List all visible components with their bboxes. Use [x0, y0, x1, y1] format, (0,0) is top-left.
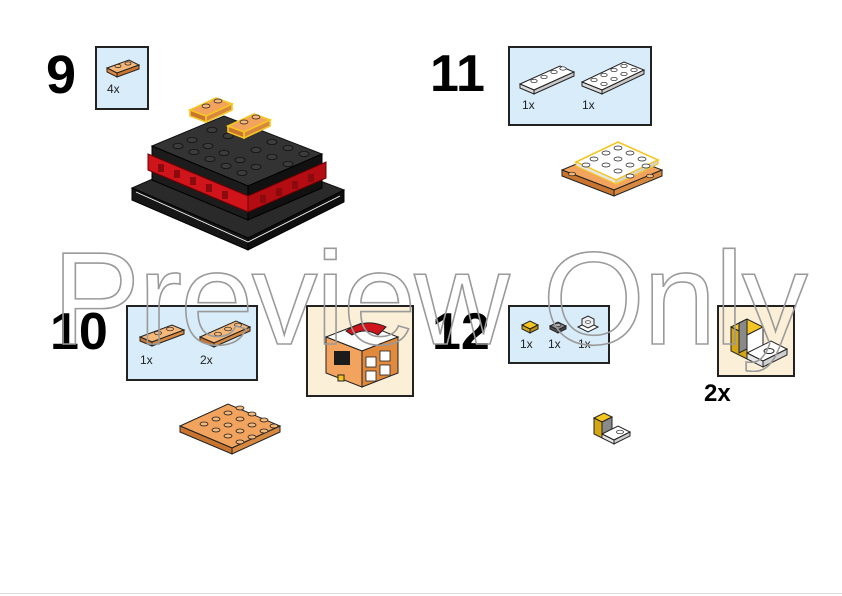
step-number-9: 9 [46, 45, 77, 105]
white-bracket-icon [576, 315, 600, 333]
yellow-tile-icon [520, 320, 540, 334]
step-9-model-black-base-with-red-trim [130, 97, 346, 251]
tan-plate-1x3-icon [198, 320, 252, 348]
step-11-model-white-plates-on-tan [560, 141, 664, 197]
page-bottom-rule [0, 593, 842, 594]
step-12-model-small-bracket [592, 412, 632, 445]
part-quantity: 1x [520, 337, 533, 351]
tan-plate-icon [105, 59, 141, 78]
step-10-model-tan-plate-4x4 [178, 403, 282, 455]
step-number-11: 11 [430, 45, 485, 103]
part-quantity: 1x [140, 353, 153, 367]
yellow-white-bracket-subassembly [729, 318, 789, 368]
step-number-10: 10 [50, 303, 108, 361]
tan-plate-1x2-icon [138, 324, 186, 347]
part-quantity: 1x [582, 98, 595, 112]
part-quantity: 4x [107, 82, 120, 96]
part-quantity: 2x [200, 353, 213, 367]
subassembly-multiplier: 2x [704, 380, 731, 407]
tan-cube-subassembly [324, 322, 400, 388]
step-number-12: 12 [432, 303, 490, 361]
white-plate-2x4-icon [580, 61, 646, 95]
step-12-parts-callout: 1x 1x 1x [508, 305, 610, 364]
gray-clip-icon [548, 321, 568, 334]
step-11-parts-callout: 1x 1x [508, 46, 652, 126]
part-quantity: 1x [548, 337, 561, 351]
step-12-subassembly-callout [717, 305, 795, 377]
white-plate-1x4-icon [518, 65, 576, 95]
part-quantity: 1x [522, 98, 535, 112]
step-10-subassembly-callout [306, 305, 414, 397]
step-10-parts-callout: 1x 2x [126, 305, 258, 381]
part-quantity: 1x [578, 337, 591, 351]
step-9-parts-callout: 4x [95, 46, 149, 110]
